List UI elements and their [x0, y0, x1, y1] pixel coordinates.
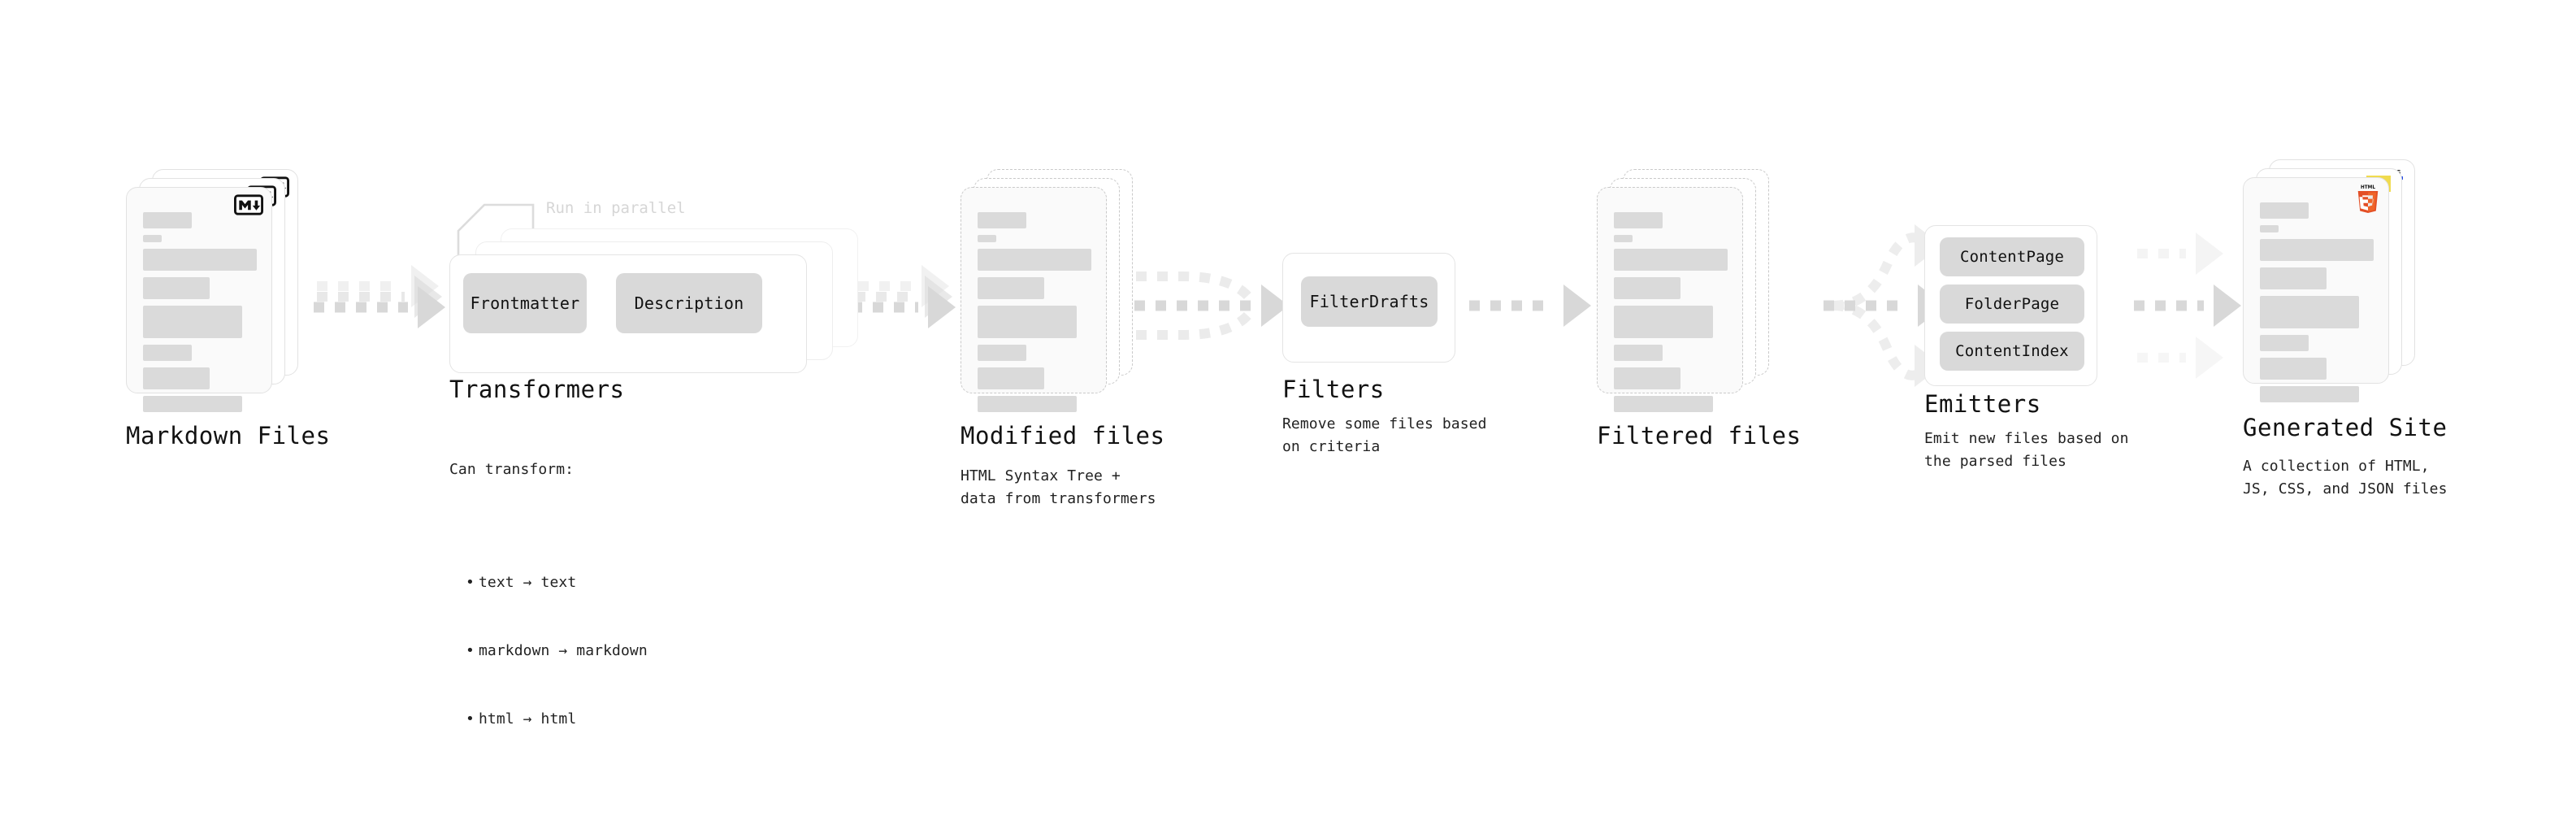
stage-title-markdown-files: Markdown Files — [126, 422, 331, 450]
arrow-markdown-to-transformers — [314, 265, 445, 328]
emitters-description: Emit new files based on the parsed files — [1924, 430, 2129, 470]
skeleton-bar — [978, 345, 1026, 361]
stage-generated-site: CSS HTML — [2243, 159, 2415, 402]
transformers-description: Can transform: text → text markdown → ma… — [449, 413, 648, 821]
card-skeleton-lines — [1614, 212, 1728, 419]
transformers-bullet: markdown → markdown — [466, 640, 648, 662]
skeleton-bar — [1614, 396, 1713, 412]
filtered-card-front — [1597, 187, 1743, 412]
stage-title-filtered-files: Filtered files — [1597, 422, 1802, 450]
stage-filtered-files — [1597, 169, 1769, 412]
emitter-chip-contentindex[interactable]: ContentIndex — [1940, 332, 2084, 371]
skeleton-bar — [143, 277, 210, 299]
transformers-bullet-list: text → text markdown → markdown html → h… — [449, 526, 648, 775]
skeleton-bar — [2260, 358, 2327, 380]
stage-modified-files — [961, 169, 1133, 412]
skeleton-bar — [1614, 306, 1713, 338]
arrow-filters-to-filtered — [1469, 285, 1591, 327]
card-skeleton-lines — [143, 212, 257, 419]
arrow-emitters-to-site — [2134, 232, 2241, 379]
skeleton-bar — [143, 249, 257, 271]
transformers-bullet: html → html — [466, 708, 648, 731]
skeleton-bar — [978, 306, 1077, 338]
skeleton-bar — [143, 367, 210, 389]
skeleton-bar — [978, 249, 1091, 271]
filtered-file-stack — [1597, 169, 1769, 412]
skeleton-bar — [2260, 335, 2309, 351]
skeleton-bar — [143, 212, 192, 228]
markdown-card-front — [126, 187, 272, 412]
modified-files-description: HTML Syntax Tree + data from transformer… — [961, 467, 1156, 507]
skeleton-bar — [1614, 249, 1728, 271]
emitter-chip-contentpage[interactable]: ContentPage — [1940, 237, 2084, 276]
stage-title-filters: Filters — [1282, 376, 1385, 403]
transformers-bullet: text → text — [466, 571, 648, 594]
skeleton-bar — [1614, 212, 1663, 228]
stage-title-transformers: Transformers — [449, 376, 625, 403]
modified-file-stack — [961, 169, 1133, 412]
transformers-panel-front[interactable]: Frontmatter Description — [449, 254, 807, 373]
run-in-parallel-label: Run in parallel — [546, 199, 686, 217]
skeleton-bar — [143, 235, 162, 242]
skeleton-bar — [143, 396, 242, 412]
transformers-subtitle: Can transform: — [449, 460, 575, 478]
markdown-icon — [234, 194, 263, 215]
filters-description: Remove some files based on criteria — [1282, 415, 1487, 455]
emitters-panel[interactable]: ContentPage FolderPage ContentIndex — [1924, 225, 2097, 386]
markdown-file-stack — [126, 169, 298, 412]
card-skeleton-lines — [2260, 202, 2374, 409]
skeleton-bar — [2260, 202, 2309, 219]
stage-title-modified-files: Modified files — [961, 422, 1165, 450]
stage-markdown-files — [126, 169, 298, 412]
skeleton-bar — [2260, 225, 2279, 232]
skeleton-bar — [2260, 386, 2359, 402]
transformer-chip-description[interactable]: Description — [616, 273, 762, 333]
skeleton-bar — [1614, 277, 1680, 299]
arrow-modified-to-filters — [1134, 271, 1289, 340]
skeleton-bar — [143, 306, 242, 338]
pipeline-diagram: Markdown Files Run in parallel — [0, 0, 2576, 681]
filter-chip-filterdrafts[interactable]: FilterDrafts — [1301, 276, 1438, 327]
skeleton-bar — [978, 396, 1077, 412]
generated-site-file-stack: CSS HTML — [2243, 159, 2415, 402]
stage-title-emitters: Emitters — [1924, 390, 2041, 418]
modified-card-front — [961, 187, 1107, 412]
skeleton-bar — [1614, 235, 1633, 242]
skeleton-bar — [2260, 267, 2327, 289]
run-in-parallel-bracket — [457, 203, 535, 281]
skeleton-bar — [1614, 345, 1663, 361]
stage-title-generated-site: Generated Site — [2243, 414, 2448, 441]
skeleton-bar — [978, 277, 1044, 299]
skeleton-bar — [1614, 367, 1680, 389]
emitter-chip-folderpage[interactable]: FolderPage — [1940, 285, 2084, 324]
svg-text:HTML: HTML — [2361, 185, 2375, 190]
transformer-chip-frontmatter[interactable]: Frontmatter — [463, 273, 587, 333]
skeleton-bar — [2260, 239, 2374, 261]
skeleton-bar — [978, 235, 996, 242]
skeleton-bar — [978, 212, 1026, 228]
filters-panel[interactable]: FilterDrafts — [1282, 253, 1455, 363]
skeleton-bar — [2260, 296, 2359, 328]
skeleton-bar — [143, 345, 192, 361]
generated-site-description: A collection of HTML, JS, CSS, and JSON … — [2243, 458, 2448, 497]
skeleton-bar — [978, 367, 1044, 389]
card-skeleton-lines — [978, 212, 1091, 419]
html5-icon: HTML — [2357, 185, 2379, 213]
generated-card-front: HTML — [2243, 177, 2389, 402]
